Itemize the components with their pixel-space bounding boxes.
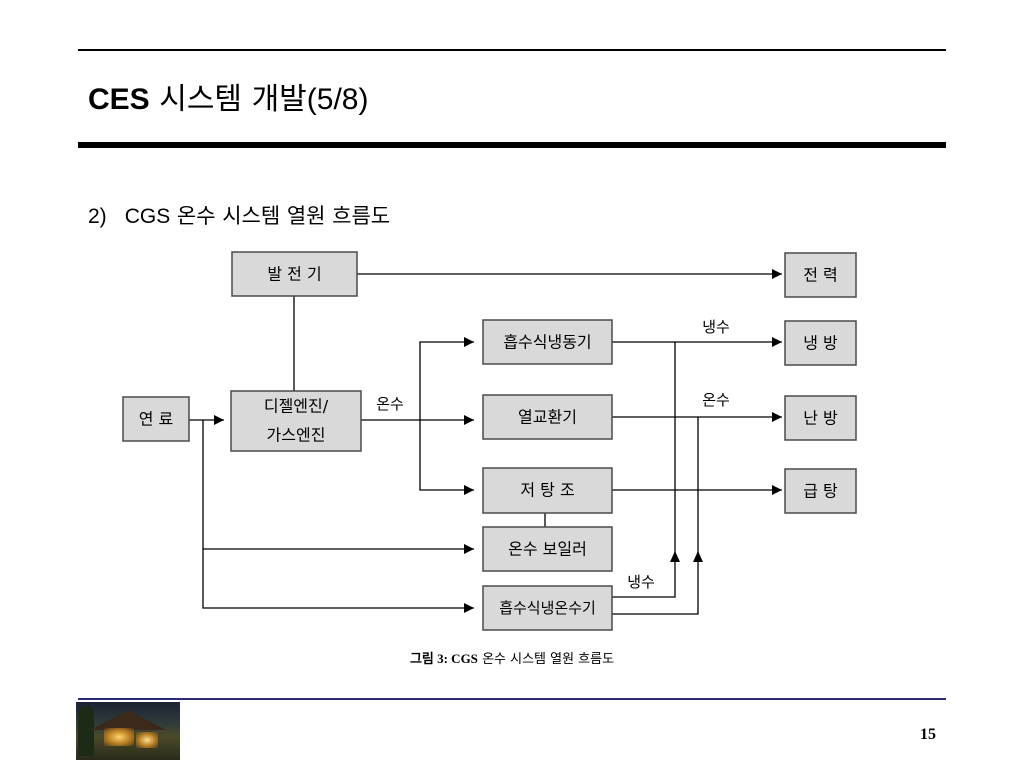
- edge-label-engine-hot-water: 온수: [376, 395, 404, 413]
- label-engine-line2: 가스엔진: [267, 426, 326, 445]
- flow-lines: [189, 269, 782, 615]
- label-absorption-chiller-heater: 흡수식냉온수기: [499, 599, 596, 617]
- label-hot-water-boiler: 온수 보일러: [508, 540, 587, 559]
- edge-label-chilled-water-bottom: 냉수: [627, 573, 655, 591]
- thumbnail-roof: [90, 710, 166, 730]
- footer-thumbnail-image: [76, 702, 180, 760]
- box-heat-exchanger: [482, 394, 613, 440]
- page-number: 15: [920, 726, 936, 743]
- line-chiller-heater-to-heating: [612, 552, 699, 615]
- line-fuel-to-chiller-heater: [202, 549, 474, 613]
- title-suffix: (5/8): [306, 83, 369, 116]
- box-generator: [231, 251, 358, 297]
- box-cooling: [784, 320, 857, 366]
- thumbnail-light: [136, 732, 158, 748]
- box-absorption-chiller-heater: [482, 585, 613, 631]
- label-engine-line1: 디젤엔진/: [264, 397, 329, 416]
- figure-caption: 그림 3: CGS 온수 시스템 열원 흐름도: [0, 650, 1024, 669]
- box-absorption-chiller: [482, 319, 613, 365]
- arrowhead-cooling-riser: [670, 551, 680, 562]
- label-heat-exchanger: 열교환기: [518, 408, 577, 427]
- subtitle-text: 온수 시스템 열원 흐름도: [176, 204, 391, 228]
- section-subtitle: 2) CGS 온수 시스템 열원 흐름도: [88, 201, 390, 232]
- label-absorption-chiller: 흡수식냉동기: [503, 333, 591, 352]
- box-hot-water-boiler: [482, 526, 613, 572]
- thumbnail-light: [104, 728, 134, 746]
- line-branch-to-chiller: [419, 337, 474, 420]
- caption-figure-number: 그림 3: CGS: [409, 651, 478, 666]
- box-engine: [230, 390, 362, 452]
- box-fuel: [122, 396, 190, 442]
- subtitle-abbr: CGS: [124, 205, 171, 228]
- title-prefix: CES: [88, 83, 150, 116]
- title-underline: [78, 142, 946, 148]
- edge-label-chilled-water-top: 냉수: [702, 318, 730, 336]
- riser-arrowheads: [670, 551, 703, 562]
- box-hot-water-supply: [784, 468, 857, 514]
- label-hot-water-supply: 급 탕: [803, 482, 838, 501]
- label-heating: 난 방: [803, 409, 838, 428]
- label-storage-tank: 저 탕 조: [520, 481, 574, 500]
- box-electricity: [784, 252, 857, 298]
- box-heating: [784, 395, 857, 441]
- label-cooling: 냉 방: [803, 334, 838, 353]
- line-branch-to-tank: [419, 420, 474, 495]
- box-storage-tank: [482, 467, 613, 514]
- label-electricity: 전 력: [803, 266, 838, 285]
- footer-rule: [78, 698, 946, 700]
- top-rule: [78, 49, 946, 51]
- page-title: CES 시스템 개발(5/8): [88, 80, 368, 120]
- line-chiller-heater-to-cooling: [612, 552, 676, 598]
- label-generator: 발 전 기: [267, 265, 321, 284]
- arrowhead-heating-riser: [693, 551, 703, 562]
- subtitle-index: 2): [88, 205, 107, 228]
- title-korean: 시스템 개발: [159, 82, 307, 117]
- edge-label-hot-water-mid: 온수: [702, 391, 730, 409]
- caption-text: 온수 시스템 열원 흐름도: [482, 652, 615, 667]
- label-fuel: 연 료: [139, 410, 174, 429]
- node-boxes: [122, 251, 857, 631]
